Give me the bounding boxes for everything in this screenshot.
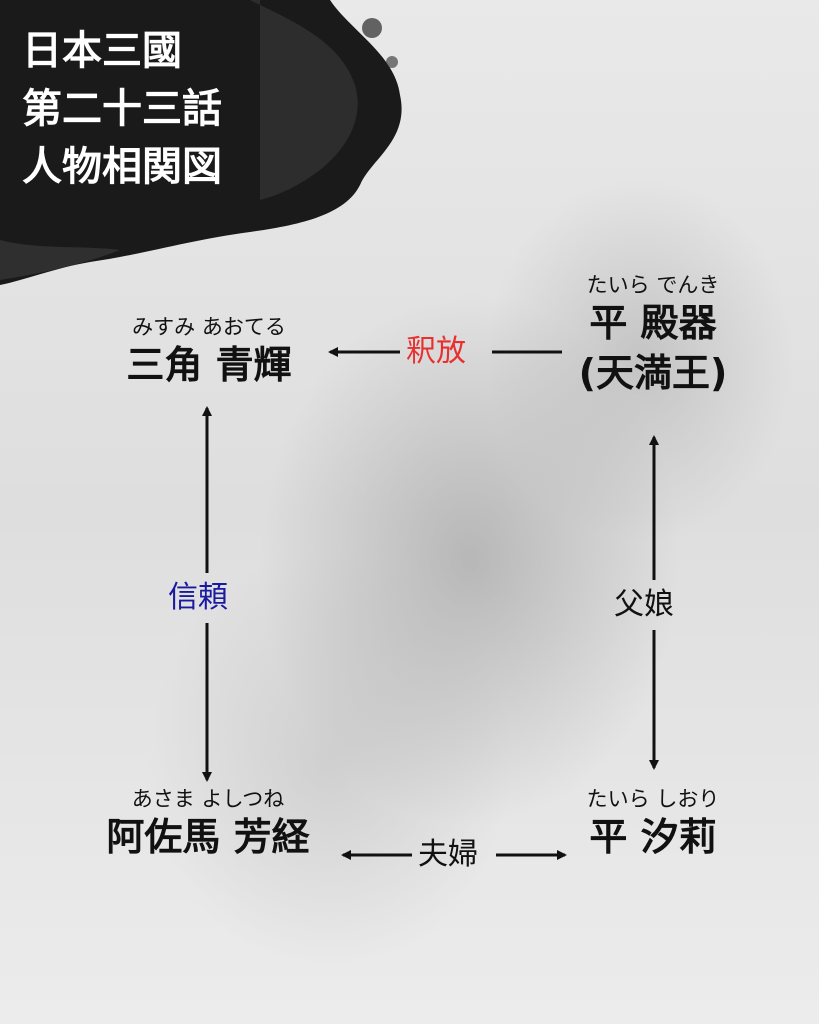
node-taira-denki: たいら でんき 平 殿器 (天満王) xyxy=(548,272,758,398)
diagram-title: 日本三國 第二十三話 人物相関図 xyxy=(22,22,282,196)
node-name: 三角 青輝 xyxy=(126,343,292,387)
node-name: 平 汐莉 xyxy=(589,815,717,859)
relation-label-trust: 信頼 xyxy=(168,580,228,615)
node-taira-shiori: たいら しおり 平 汐莉 xyxy=(560,786,746,862)
node-alias: (天満王) xyxy=(578,351,728,395)
title-line-1: 日本三國 xyxy=(22,28,182,74)
ink-blot-decoration xyxy=(0,0,402,285)
relation-label-married: 夫婦 xyxy=(418,837,478,872)
relation-label-parent-child: 父娘 xyxy=(614,587,674,622)
node-reading: あさま よしつね xyxy=(131,787,285,811)
title-line-3: 人物相関図 xyxy=(22,144,222,190)
node-reading: みすみ あおてる xyxy=(132,315,286,339)
node-asama-yoshitsune: あさま よしつね 阿佐馬 芳経 xyxy=(88,786,328,862)
node-misumi-aoteru: みすみ あおてる 三角 青輝 xyxy=(98,314,320,390)
node-name: 阿佐馬 芳経 xyxy=(106,815,310,859)
node-name: 平 殿器 xyxy=(589,301,717,345)
title-line-2: 第二十三話 xyxy=(22,86,222,132)
relation-label-release: 釈放 xyxy=(406,334,466,369)
node-reading: たいら しおり xyxy=(586,787,720,811)
node-reading: たいら でんき xyxy=(586,273,720,297)
